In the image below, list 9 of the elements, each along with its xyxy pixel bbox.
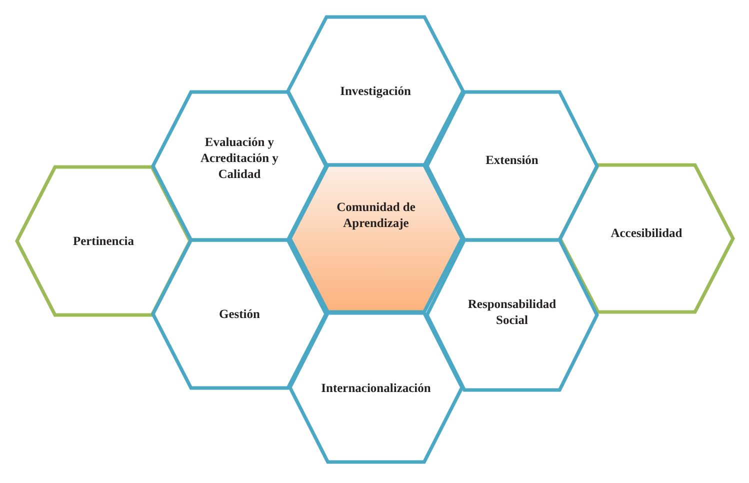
hexagon-label: Extensión	[484, 152, 540, 168]
hexagon-label: Investigación	[339, 83, 412, 99]
hexagon-label: Pertinencia	[72, 233, 136, 249]
hexagon-label: Evaluación y Acreditación y Calidad	[200, 134, 280, 182]
hexagon-label: Accesibilidad	[610, 224, 684, 240]
hexagon-label: Gestión	[218, 306, 261, 322]
hexagon-label: Responsabilidad Social	[466, 296, 558, 328]
hexagon-label: Comunidad de Aprendizaje	[336, 198, 416, 230]
hexagon-label: Internacionalización	[320, 380, 432, 396]
